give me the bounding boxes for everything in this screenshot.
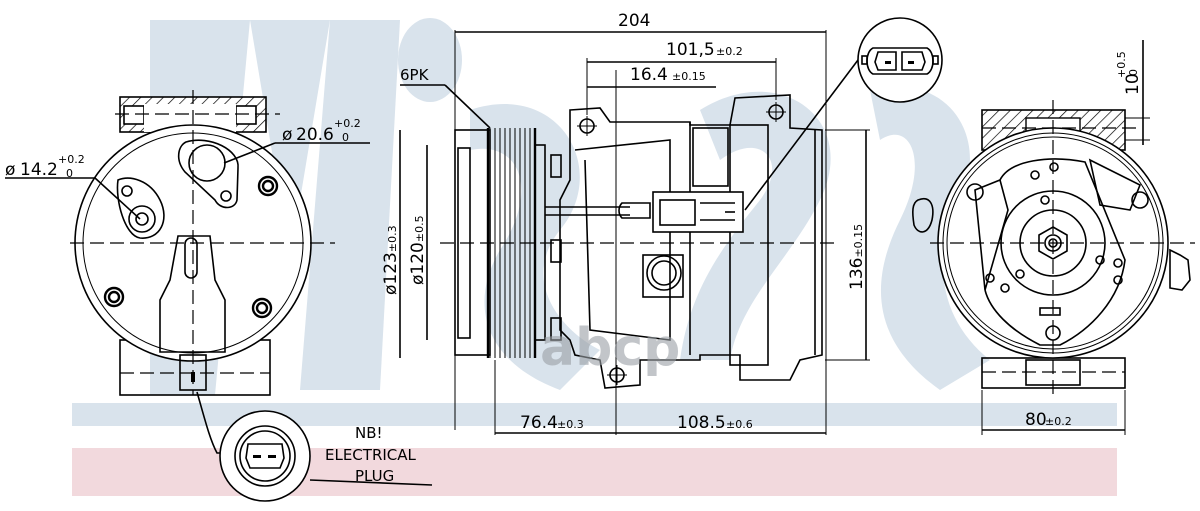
watermark-dot <box>398 18 462 102</box>
callout-line-2: ELECTRICAL <box>325 446 417 464</box>
callout-line-1: NB! <box>355 424 383 442</box>
dim-pulley-outer: ø123±0.3 <box>381 225 401 295</box>
dim-101-tol: ±0.2 <box>716 45 743 58</box>
dim-16-value: 16.4 <box>630 65 668 85</box>
dim-108-tol: ±0.6 <box>726 418 753 431</box>
dim-height: 136±0.15 <box>847 224 867 290</box>
watermark-letter-s2 <box>870 86 990 390</box>
electrical-plug-callout: NB! ELECTRICAL PLUG <box>219 410 433 502</box>
dim-outlet-tol-upper: +0.2 <box>58 153 85 166</box>
pressure-valve <box>646 255 682 291</box>
compressor-body <box>559 94 823 389</box>
dim-width-tol: ±0.2 <box>1045 415 1072 428</box>
dim-outlet-tol-lower: 0 <box>66 167 73 180</box>
overlay-watermark: abcp <box>540 318 680 378</box>
watermark-band-blue <box>72 403 1117 426</box>
dim-overall-length: 204 <box>618 11 650 31</box>
relief-valve <box>1169 248 1191 291</box>
dim-16-tol: ±0.15 <box>672 70 706 83</box>
belt-type-label: 6PK <box>400 66 430 84</box>
dim-76-tol: ±0.3 <box>557 418 584 431</box>
side-plug-small <box>912 198 934 233</box>
dim-width-value: 80 <box>1025 410 1047 430</box>
dim-ear-value: 10 <box>1123 73 1143 95</box>
left-view: ø 14.2 +0.2 0 ø 20.6 +0.2 0 <box>5 90 370 454</box>
dim-inlet-diameter: ø <box>282 125 292 145</box>
dim-inlet-tol-upper: +0.2 <box>334 117 361 130</box>
dim-outlet-value: 14.2 <box>20 160 58 180</box>
shaft-nut <box>1038 226 1068 260</box>
side-view: 204 101,5 ±0.2 16.4 ±0.15 6PK ø123±0.3 ø… <box>381 11 943 435</box>
dim-108-value: 108.5 <box>677 413 726 433</box>
dim-inlet-tol-lower: 0 <box>342 131 349 144</box>
dim-pulley-inner: ø120±0.5 <box>408 215 428 285</box>
callout-line-3: PLUG <box>355 467 394 485</box>
outlet-port <box>128 205 156 233</box>
watermark-letter-n2 <box>250 20 330 260</box>
dim-ear-tol-upper: +0.5 <box>1115 51 1128 78</box>
watermark-letter-i <box>300 20 400 390</box>
connector-detail-circle <box>857 17 943 103</box>
dim-outlet-diameter: ø <box>5 160 15 180</box>
plug-detail-circle <box>219 410 311 502</box>
dim-76-value: 76.4 <box>520 413 558 433</box>
dim-101-value: 101,5 <box>666 40 715 60</box>
dim-inlet-value: 20.6 <box>296 125 334 145</box>
dim-ear-tol-lower: 0 <box>1127 69 1140 76</box>
watermark-letter-e <box>680 91 831 360</box>
right-view: 80 ±0.2 10 +0.5 0 <box>912 40 1195 435</box>
